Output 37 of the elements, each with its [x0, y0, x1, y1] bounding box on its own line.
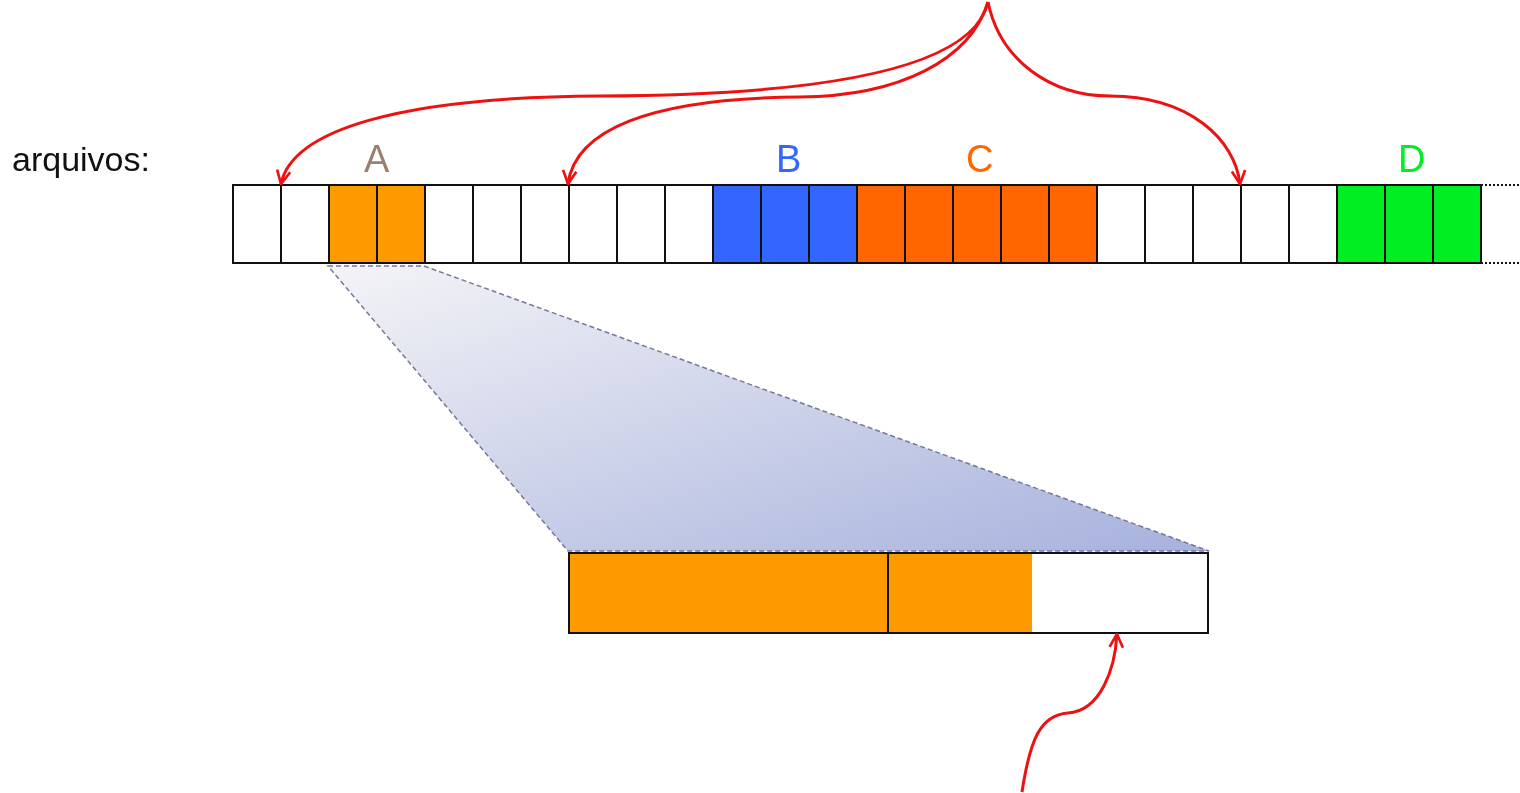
storage-block: [1384, 184, 1434, 264]
file-letter: D: [1398, 140, 1426, 178]
storage-block: [520, 184, 570, 264]
storage-block: [1192, 184, 1242, 264]
file-letter: A: [364, 140, 390, 178]
storage-block: [568, 184, 618, 264]
storage-block: [1096, 184, 1146, 264]
storage-block: [856, 184, 906, 264]
storage-block: [1336, 184, 1386, 264]
storage-block: [280, 184, 330, 264]
storage-block: [664, 184, 714, 264]
storage-block: [904, 184, 954, 264]
storage-block: [1144, 184, 1194, 264]
storage-block: [808, 184, 858, 264]
storage-block: [1048, 184, 1098, 264]
arrow: [563, 1, 990, 186]
storage-block: [760, 184, 810, 264]
block-segment: [1032, 552, 1209, 634]
storage-block: [616, 184, 666, 264]
storage-block: [952, 184, 1002, 264]
storage-block: [232, 184, 282, 264]
row-label: arquivos:: [12, 142, 150, 176]
block-segment: [568, 552, 889, 634]
storage-block: [1432, 184, 1482, 264]
file-letter: C: [966, 140, 994, 178]
storage-block: [712, 184, 762, 264]
storage-block: [1240, 184, 1290, 264]
file-letter: B: [776, 140, 802, 178]
storage-block: [424, 184, 474, 264]
storage-block: [376, 184, 426, 264]
arrow: [986, 1, 1246, 186]
storage-block: [328, 184, 378, 264]
arrow: [1020, 632, 1124, 793]
storage-block: [1288, 184, 1338, 264]
storage-block: [1000, 184, 1050, 264]
block-segment: [889, 552, 1032, 634]
storage-block: [472, 184, 522, 264]
